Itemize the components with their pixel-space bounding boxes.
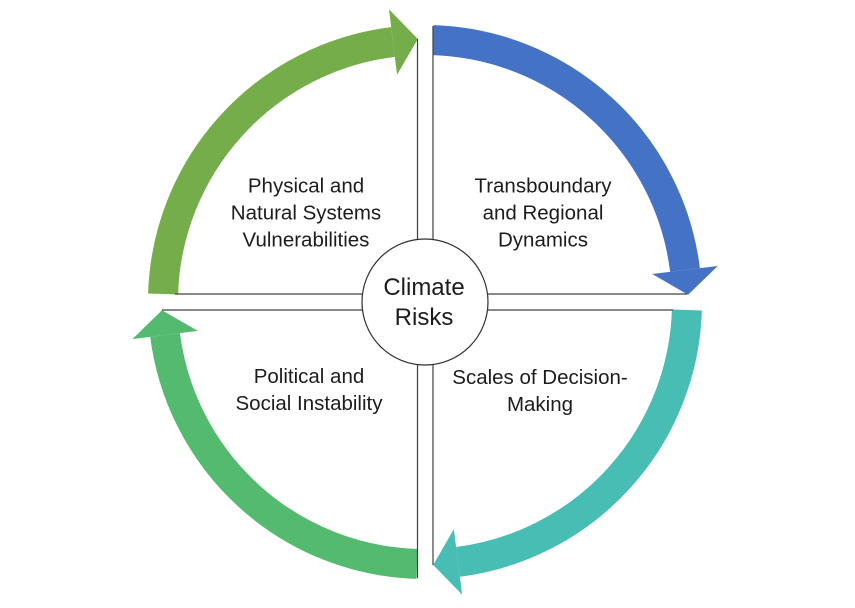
arrowhead-political-clockwise-icon [132,310,198,340]
segment-label-scales-of-decision-making: Scales of Decision- Making [452,366,628,416]
arc-physical-natural-systems [148,27,395,295]
arc-political-social-instability [150,333,418,579]
center-circle [361,238,489,366]
segment-label-transboundary-regional: Transboundary and Regional Dynamics [474,174,612,252]
segment-label-physical-natural-systems: Physical and Natural Systems Vulnerabili… [230,174,382,252]
arc-scales-of-decision-making [456,309,702,577]
center-label: Climate Risks [383,274,465,331]
arrowhead-physical-clockwise-icon [388,9,418,75]
arrowhead-transboundary-clockwise-icon [652,265,718,295]
segment-label-political-social-instability: Political and Social Instability [235,365,383,415]
arrowhead-scales-clockwise-icon [433,529,463,595]
arc-transboundary-regional [432,25,700,272]
